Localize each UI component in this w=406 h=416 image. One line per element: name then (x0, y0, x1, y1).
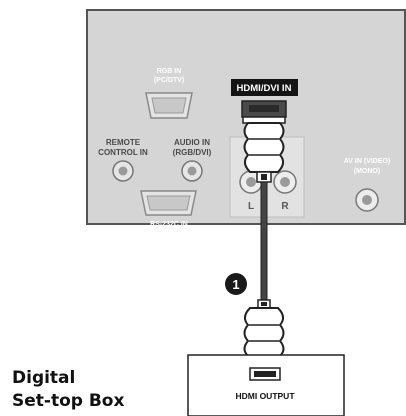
rgb-in-label: RGB IN (157, 68, 182, 75)
device-name-line1: Digital (12, 368, 75, 388)
rgb-in-sublabel: (PC/DTV) (154, 77, 184, 84)
rs232c-label: RS-232C IN (150, 221, 188, 228)
av-in-jack (355, 188, 379, 212)
audio-in-label: AUDIO IN (174, 138, 210, 147)
hdmi-in-tag (231, 79, 298, 96)
audio-r-jack (273, 170, 297, 194)
av-in-label: AV IN (VIDEO) (344, 158, 391, 165)
hdmi-plug-bottom (242, 299, 286, 363)
rgb-in-port (145, 92, 193, 119)
audio-r-label: R (281, 201, 289, 212)
rs232c-sublabel: (CONTROL & SERVICE) (130, 230, 209, 237)
hdmi-in-label: HDMI/DVI IN (237, 83, 292, 94)
hdmi-output-label: HDMI OUTPUT (235, 391, 295, 401)
audio-in-jack (181, 160, 203, 182)
set-top-box (187, 354, 345, 416)
step-badge: 1 (225, 273, 247, 295)
audio-l-label: L (248, 201, 254, 212)
hdmi-cable (260, 181, 268, 303)
hdmi-output-port (249, 367, 281, 381)
remote-control-label: REMOTE (106, 138, 141, 147)
remote-control-sublabel: CONTROL IN (98, 148, 148, 157)
rs232c-port (140, 190, 197, 216)
hdmi-plug-top (241, 100, 287, 183)
step-badge-number: 1 (232, 277, 239, 292)
remote-control-jack (112, 160, 134, 182)
device-name-line2: Set-top Box (12, 391, 124, 411)
audio-in-sublabel: (RGB/DVI) (173, 148, 212, 157)
av-in-sublabel: (MONO) (354, 168, 380, 175)
